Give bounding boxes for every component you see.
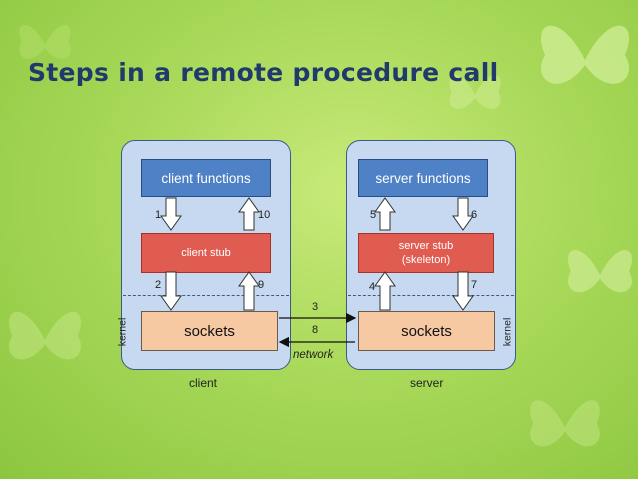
step-3-label: 3 <box>312 301 319 313</box>
server-sockets-box: sockets <box>358 311 495 351</box>
server-kernel-boundary <box>348 295 514 296</box>
step-5-label: 5 <box>370 209 377 221</box>
client-kernel-boundary <box>123 295 289 296</box>
step-1-label: 1 <box>155 209 162 221</box>
step-2-label: 2 <box>155 279 162 291</box>
butterfly-decoration-icon <box>567 249 633 293</box>
server-caption: server <box>410 376 444 390</box>
arrow-step-6 <box>452 197 474 231</box>
server-stub-box: server stub (skeleton) <box>358 233 494 273</box>
server-stub-line1: server stub <box>398 240 454 252</box>
step-4-label: 4 <box>369 281 376 293</box>
slide-title: Steps in a remote procedure call <box>28 58 499 87</box>
client-functions-box: client functions <box>141 159 271 197</box>
network-label: network <box>293 349 334 361</box>
arrow-step-2 <box>160 271 182 311</box>
step-8-label: 8 <box>312 324 319 336</box>
step-7-label: 7 <box>471 279 478 291</box>
arrow-step-4 <box>374 271 396 311</box>
step-9-label: 9 <box>258 279 265 291</box>
client-caption: client <box>189 376 218 390</box>
arrow-step-5 <box>374 197 396 231</box>
butterfly-decoration-icon <box>19 24 71 59</box>
server-stub-line2: (skeleton) <box>401 254 451 266</box>
step-6-label: 6 <box>471 209 478 221</box>
arrow-step-9 <box>238 271 260 311</box>
server-functions-box: server functions <box>358 159 488 197</box>
butterfly-decoration-icon <box>540 25 630 84</box>
server-panel: server functions server stub (skeleton) … <box>346 140 516 370</box>
butterfly-decoration-icon <box>8 311 82 360</box>
arrow-step-10 <box>238 197 260 231</box>
client-sockets-box: sockets <box>141 311 278 351</box>
butterfly-decoration-icon <box>530 400 600 447</box>
client-panel: client functions client stub sockets 1 1… <box>116 140 291 370</box>
butterfly-decoration-icon <box>449 74 501 109</box>
client-stub-box: client stub <box>141 233 271 273</box>
step-10-label: 10 <box>258 209 271 221</box>
arrow-step-7 <box>452 271 474 311</box>
arrow-step-1 <box>160 197 182 231</box>
